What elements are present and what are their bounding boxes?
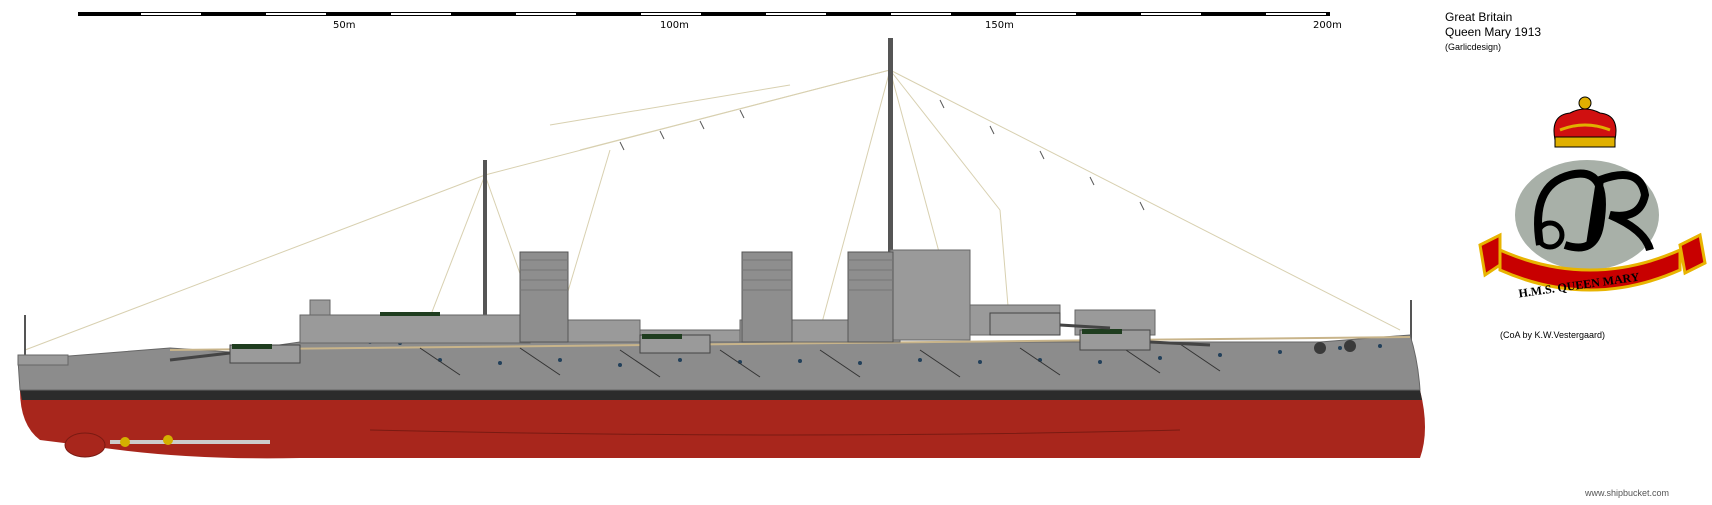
- rigging: [24, 69, 1401, 351]
- country-label: Great Britain: [1445, 10, 1513, 24]
- ship-info: Great Britain Queen Mary 1913 (Garlicdes…: [1445, 10, 1541, 55]
- scale-bar: [78, 12, 1330, 16]
- scale-label-200m: 200m: [1313, 20, 1342, 31]
- ship-name-label: Queen Mary 1913: [1445, 25, 1542, 39]
- designer-label: (Garlicdesign): [1445, 42, 1502, 52]
- crown-icon: [1553, 96, 1617, 148]
- boot-topping: [20, 390, 1422, 400]
- hull-underwater: [20, 390, 1425, 459]
- funnels: [519, 251, 894, 343]
- propellers: [64, 432, 270, 458]
- turrets: [229, 312, 1151, 364]
- scale-label-150m: 150m: [985, 20, 1014, 31]
- coa-credit: (CoA by K.W.Vestergaard): [1500, 330, 1606, 340]
- scale-label-100m: 100m: [660, 20, 689, 31]
- cipher-icon: [1515, 160, 1659, 270]
- coat-of-arms: [1478, 96, 1707, 292]
- ship-profile-drawing: [17, 38, 1425, 459]
- site-watermark: www.shipbucket.com: [1585, 488, 1670, 498]
- ribbon-icon: [1478, 232, 1707, 292]
- scale-label-50m: 50m: [333, 20, 356, 31]
- masts: [24, 38, 1412, 365]
